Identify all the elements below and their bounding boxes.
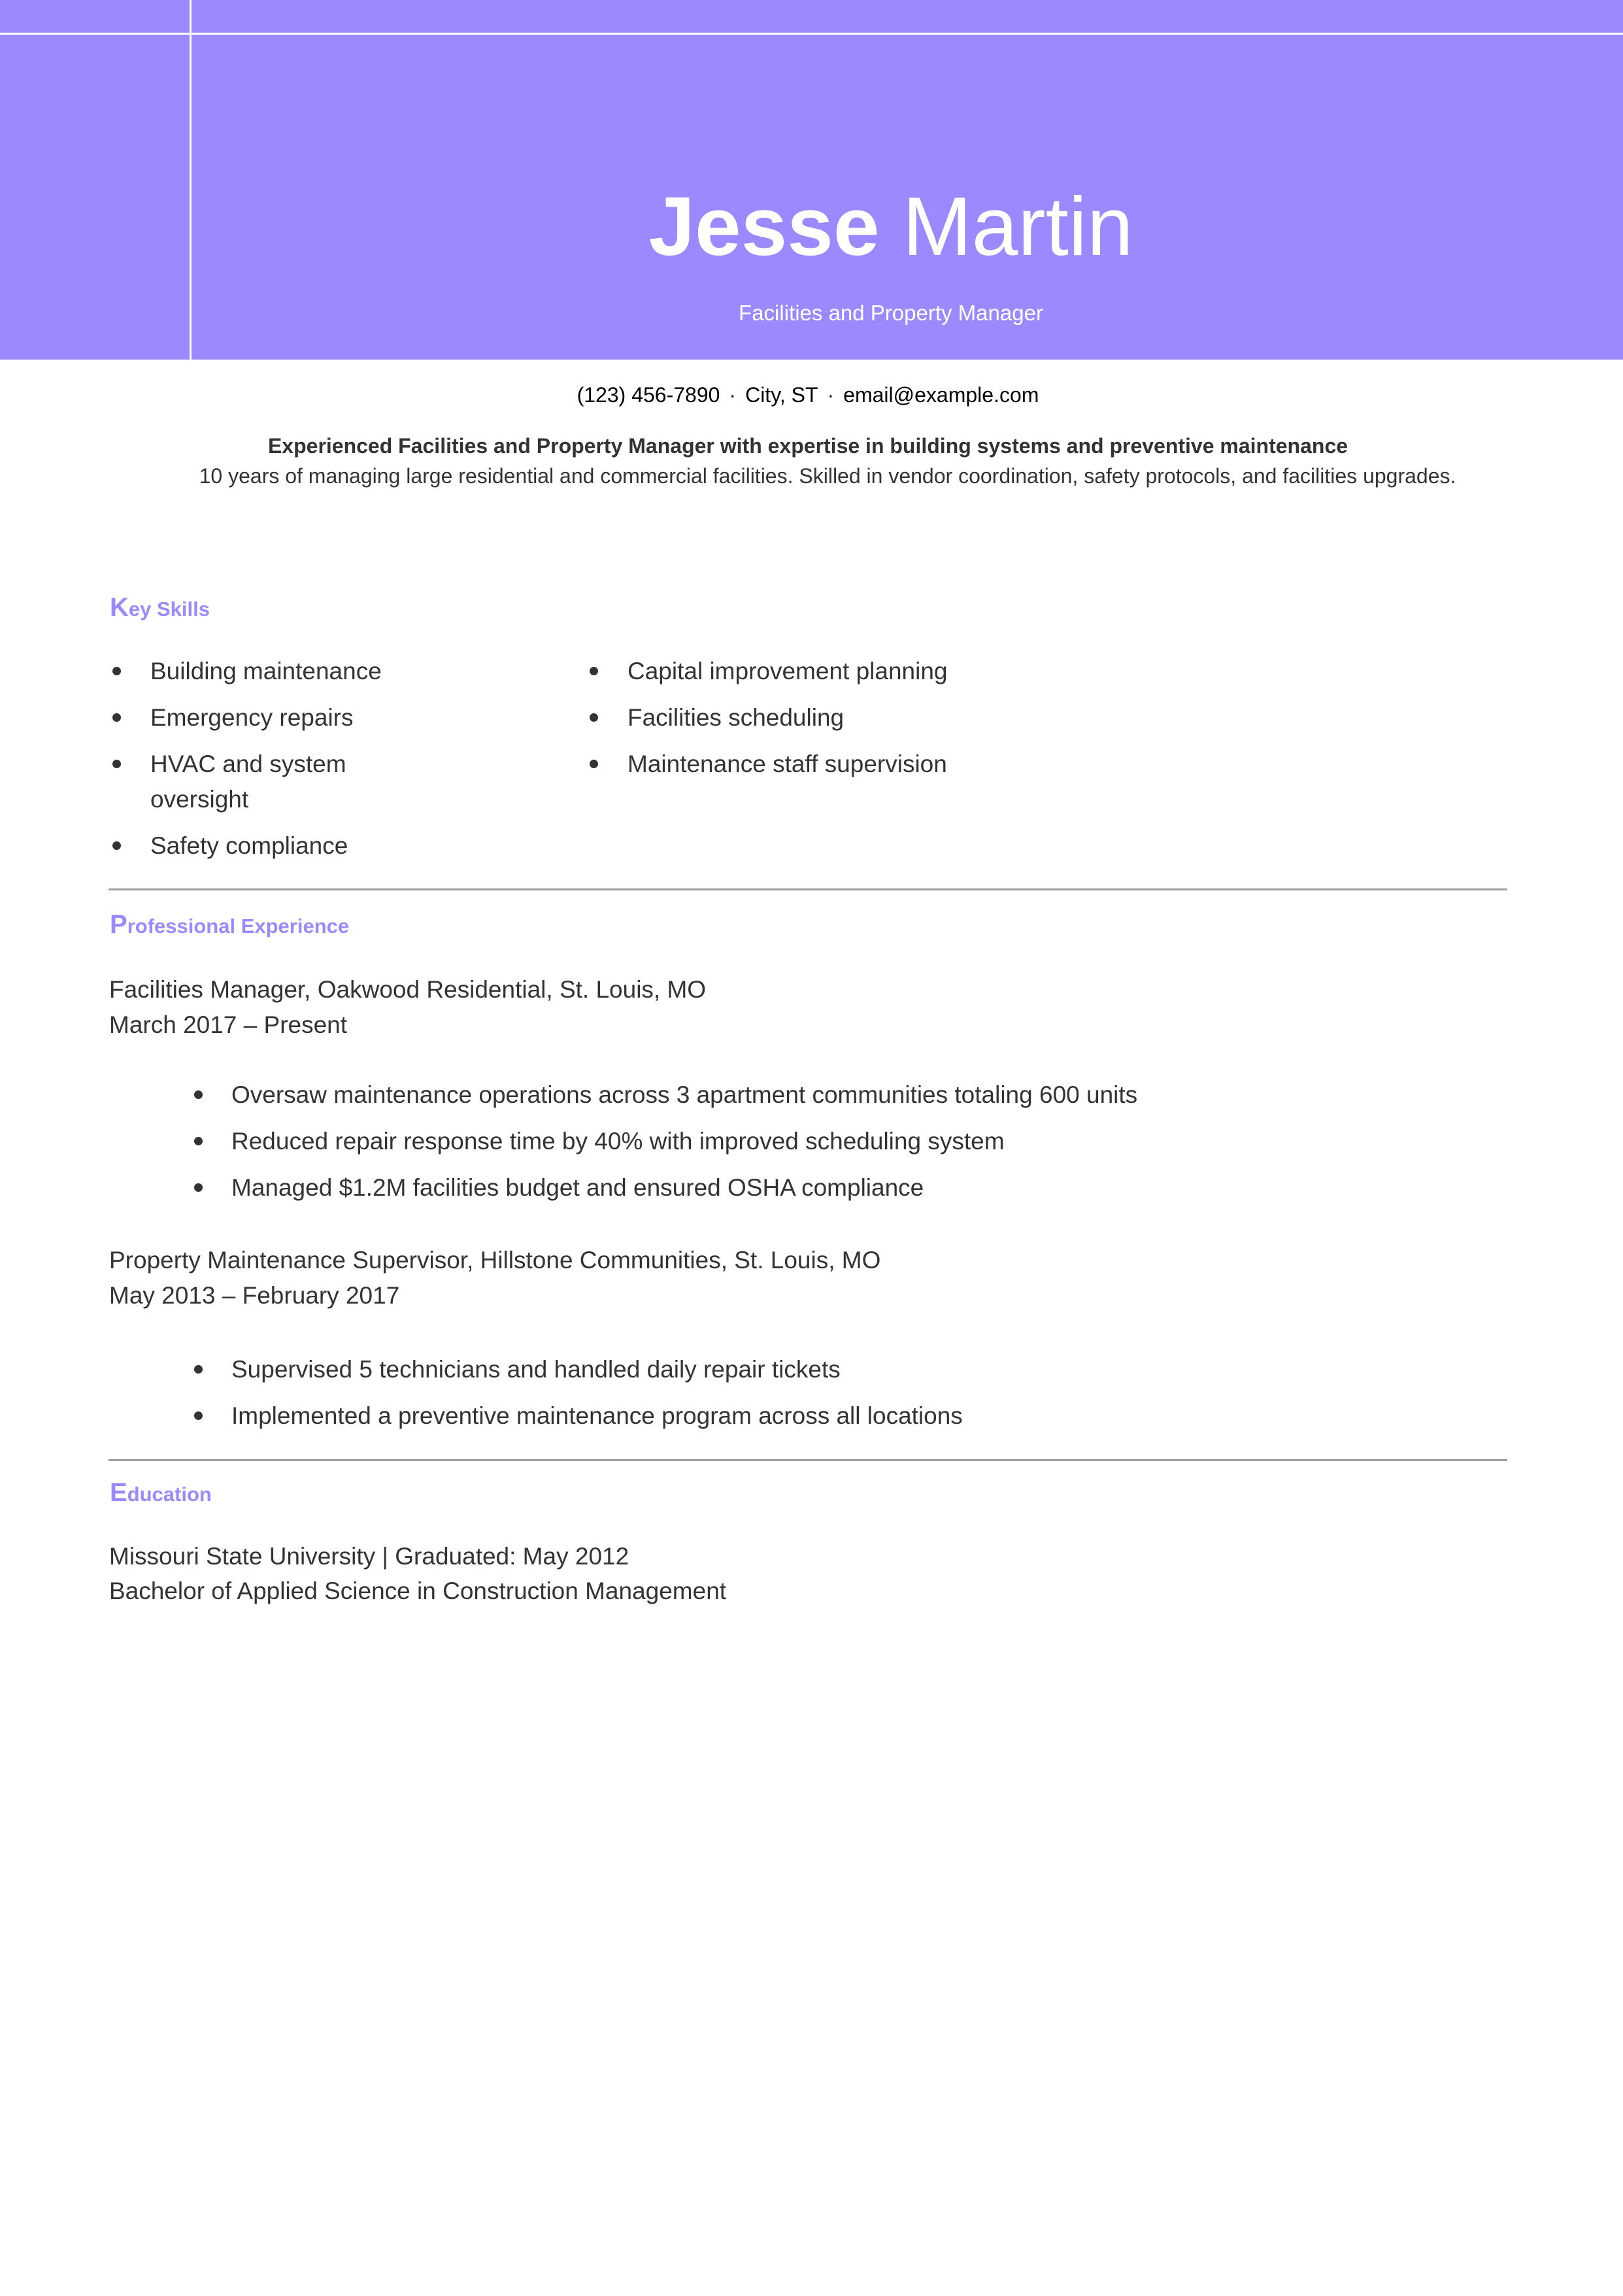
job-bullet: Implemented a preventive maintenance pro… [194, 1398, 963, 1434]
bullet-icon [112, 667, 121, 675]
skill-item: Capital improvement planning [590, 654, 1178, 689]
separator-dot: · [729, 383, 737, 407]
section-title-rest: ducation [127, 1483, 212, 1506]
summary-headline: Experienced Facilities and Property Mana… [267, 434, 1348, 458]
phone: (123) 456-7890 [577, 383, 720, 407]
bullet-icon [112, 713, 121, 722]
summary-body: 10 years of managing large residential a… [199, 464, 1456, 488]
job-bullets: Oversaw maintenance operations across 3 … [194, 1077, 1137, 1217]
section-title-rest: ey Skills [128, 598, 210, 620]
bullet-icon [112, 760, 121, 768]
section-title-initial: K [110, 593, 129, 622]
skill-item: Safety compliance [112, 828, 425, 864]
bullet-icon [194, 1137, 203, 1145]
job-bullet: Oversaw maintenance operations across 3 … [194, 1077, 1137, 1113]
bullet-icon [590, 667, 598, 675]
skill-label: Facilities scheduling [627, 704, 845, 731]
skill-label: Capital improvement planning [627, 658, 948, 684]
section-title-professional-experience: Professional Experience [110, 911, 349, 939]
bullet-icon [590, 760, 598, 768]
job-dates: May 2013 – February 2017 [109, 1282, 400, 1309]
section-divider [109, 888, 1507, 890]
bullet-icon [112, 841, 121, 850]
bullet-text: Oversaw maintenance operations across 3 … [231, 1081, 1138, 1108]
bullet-icon [194, 1365, 203, 1374]
skill-label: Safety compliance [150, 832, 348, 859]
section-title-rest: rofessional Experience [127, 915, 350, 937]
section-title-key-skills: Key Skills [110, 594, 210, 622]
skill-label: Maintenance staff supervision [627, 751, 947, 777]
location: City, ST [745, 383, 818, 407]
job-dates: March 2017 – Present [109, 1011, 348, 1038]
section-title-initial: E [110, 1478, 127, 1507]
contact-line: (123) 456-7890 · City, ST · email@example.co… [109, 384, 1507, 405]
header-horizontal-rule [0, 33, 1623, 35]
skills-list-left: Building maintenance Emergency repairs H… [112, 654, 465, 875]
header-vertical-rule [190, 0, 192, 360]
job-bullet: Managed $1.2M facilities budget and ensu… [194, 1170, 1137, 1206]
job-bullets: Supervised 5 technicians and handled dai… [194, 1352, 963, 1445]
section-title-initial: P [110, 910, 127, 939]
skill-item: Facilities scheduling [590, 700, 1178, 735]
skill-item: HVAC and system oversight [112, 747, 425, 817]
section-title-education: Education [110, 1479, 212, 1508]
job-heading: Facilities Manager, Oakwood Residential,… [109, 976, 707, 1003]
skill-label: HVAC and system oversight [150, 751, 346, 813]
skill-item: Emergency repairs [112, 700, 425, 735]
bullet-text: Managed $1.2M facilities budget and ensu… [231, 1174, 924, 1201]
section-divider [109, 1459, 1507, 1461]
separator-dot: · [827, 383, 835, 407]
bullet-icon [590, 713, 598, 722]
job-bullet: Supervised 5 technicians and handled dai… [194, 1352, 963, 1387]
bullet-text: Implemented a preventive maintenance pro… [231, 1402, 963, 1429]
skill-label: Building maintenance [150, 658, 382, 684]
last-name: Martin [902, 180, 1133, 273]
job-title: Facilities and Property Manager [739, 301, 1043, 325]
skill-item: Building maintenance [112, 654, 425, 689]
bullet-icon [194, 1090, 203, 1099]
candidate-name: Jesse Martin [192, 185, 1590, 268]
job-bullet: Reduced repair response time by 40% with… [194, 1124, 1137, 1159]
first-name: Jesse [648, 180, 880, 273]
bullet-icon [194, 1411, 203, 1420]
bullet-text: Reduced repair response time by 40% with… [231, 1128, 1005, 1155]
email: email@example.com [843, 383, 1039, 407]
bullet-icon [194, 1183, 203, 1192]
skill-label: Emergency repairs [150, 704, 354, 731]
header-banner: Jesse Martin Facilities and Property Man… [0, 0, 1623, 360]
education-school: Missouri State University | Graduated: M… [109, 1543, 629, 1570]
skills-list-right: Capital improvement planning Facilities … [590, 654, 1178, 793]
education-degree: Bachelor of Applied Science in Construct… [109, 1578, 727, 1604]
skill-item: Maintenance staff supervision [590, 747, 1178, 782]
job-heading: Property Maintenance Supervisor, Hillsto… [109, 1247, 881, 1274]
bullet-text: Supervised 5 technicians and handled dai… [231, 1356, 841, 1383]
